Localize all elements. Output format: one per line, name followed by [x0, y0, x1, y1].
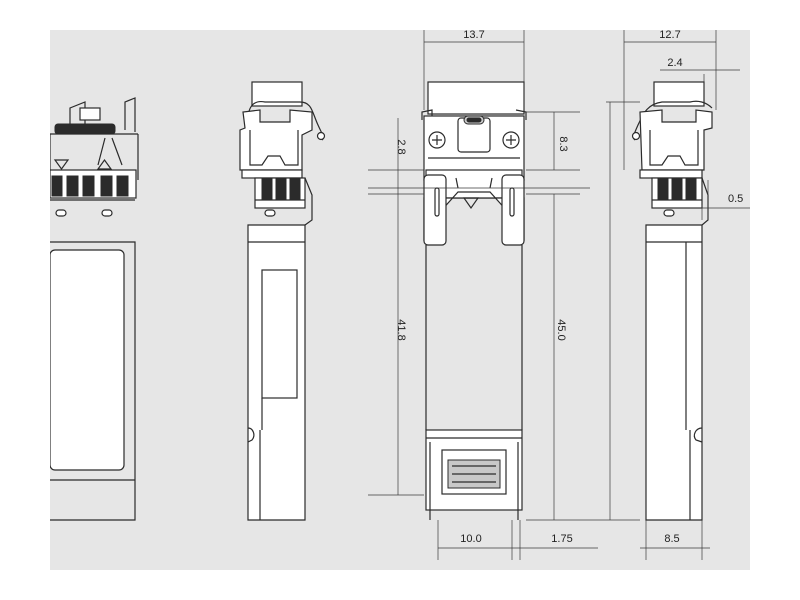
view-side — [239, 81, 326, 521]
drawing-panel: 13.7 12.7 2.4 2.8 8.3 41.8 45.0 0.5 10.0… — [50, 30, 750, 570]
dim-body-height-inner: 41.8 — [395, 319, 407, 340]
latch-wire-end — [316, 131, 326, 141]
dim-top-width-front: 13.7 — [463, 30, 484, 41]
view-side-right — [631, 81, 713, 521]
pin — [671, 177, 683, 201]
pin — [685, 177, 697, 201]
pin — [51, 175, 63, 197]
body — [645, 224, 703, 521]
dimension-lines — [368, 30, 750, 560]
slot — [55, 209, 67, 217]
pin — [657, 177, 669, 201]
dim-screw-height: 8.3 — [557, 136, 569, 151]
head-base — [241, 169, 303, 179]
latch-block — [79, 107, 101, 121]
technical-drawing: 13.7 12.7 2.4 2.8 8.3 41.8 45.0 0.5 10.0… — [50, 30, 750, 570]
dim-head-gap: 2.8 — [395, 139, 407, 154]
pin — [261, 177, 273, 201]
slot — [264, 209, 276, 217]
top-bar — [427, 81, 525, 115]
pin — [289, 177, 301, 201]
view-front-partial — [50, 97, 139, 521]
label-area — [50, 249, 125, 471]
pin — [66, 175, 79, 197]
dim-bottom-offset-front: 1.75 — [551, 533, 572, 545]
latch-bar — [54, 123, 116, 135]
pin — [100, 175, 113, 197]
pin — [82, 175, 95, 197]
arrow-down-marker — [53, 159, 70, 171]
dimension-labels: 13.7 12.7 2.4 2.8 8.3 41.8 45.0 0.5 10.0… — [395, 30, 743, 545]
arrow-up-marker — [96, 158, 113, 170]
pin — [116, 175, 129, 197]
body-outline — [50, 241, 136, 521]
arrow-marker — [462, 197, 480, 210]
dim-side-step: 0.5 — [728, 193, 743, 205]
dim-bottom-width-side: 8.5 — [664, 533, 679, 545]
view-front — [421, 81, 527, 520]
dim-body-height-total: 45.0 — [555, 319, 567, 340]
latch-right — [124, 97, 136, 132]
side-recess — [261, 269, 298, 399]
dim-latch-offset: 2.4 — [667, 57, 682, 69]
slot — [101, 209, 113, 217]
dim-bottom-width-front: 10.0 — [460, 533, 481, 545]
dim-top-width-side: 12.7 — [659, 30, 680, 41]
pin — [275, 177, 287, 201]
notch — [247, 427, 255, 443]
head-block — [239, 109, 313, 171]
drawing-background — [50, 30, 750, 570]
